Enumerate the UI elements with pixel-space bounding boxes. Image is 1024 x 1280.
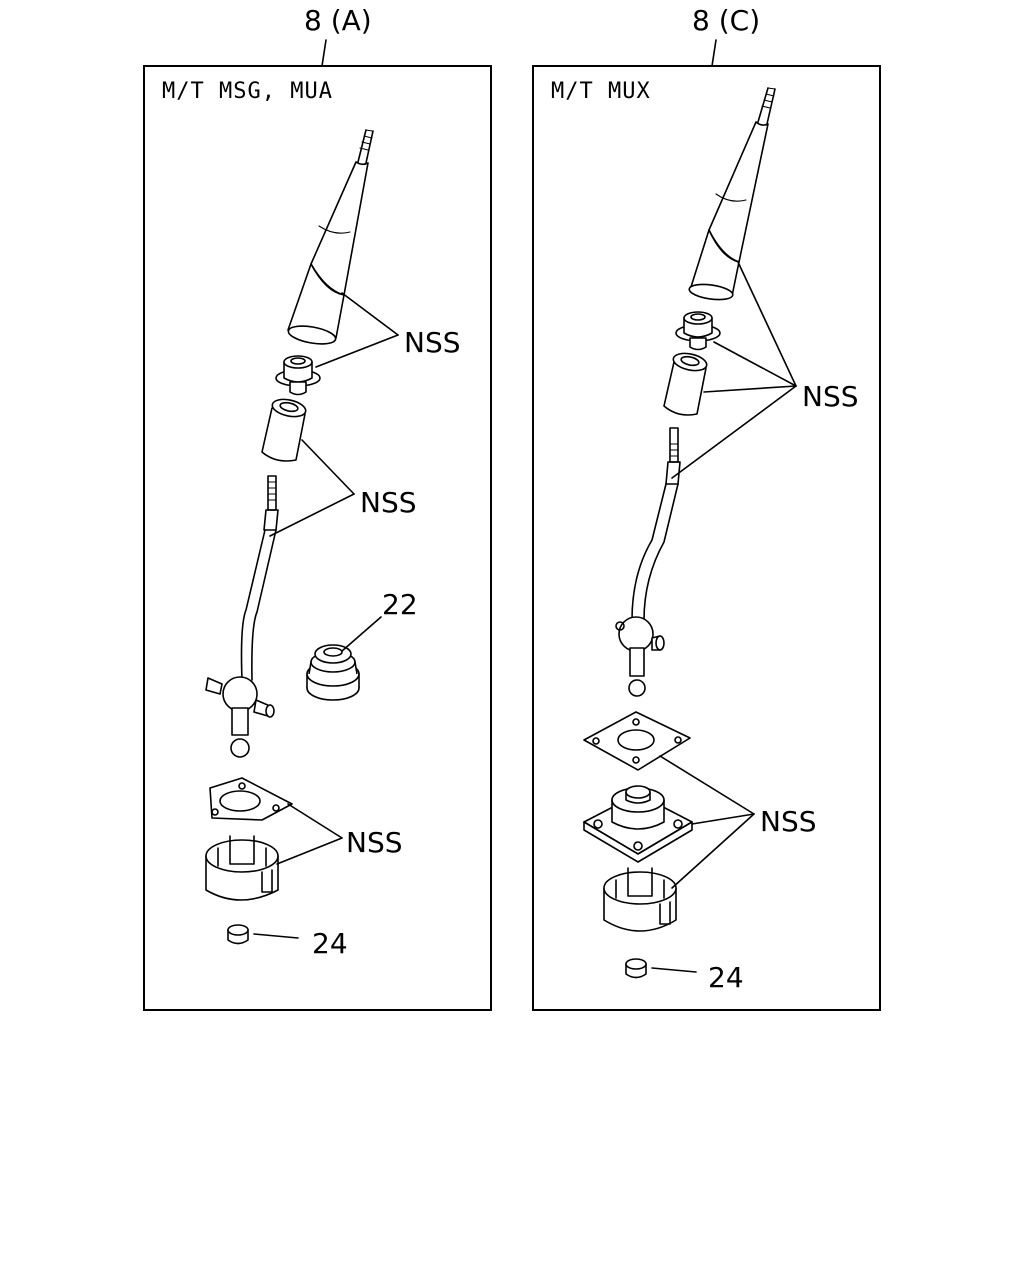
right-shift-knob bbox=[688, 87, 776, 301]
left-leaders bbox=[253, 292, 399, 939]
left-housing bbox=[205, 835, 279, 901]
right-seat-plate bbox=[583, 785, 693, 863]
left-ref-leader bbox=[321, 39, 327, 67]
right-shift-lever bbox=[615, 427, 681, 697]
left-part-24-nut bbox=[227, 924, 249, 945]
left-shift-lever bbox=[205, 475, 279, 758]
right-bushing bbox=[675, 311, 721, 351]
right-nss-callout-2: NSS bbox=[760, 805, 817, 838]
right-housing bbox=[603, 867, 677, 932]
left-panel-ref: 8 (A) bbox=[304, 4, 372, 37]
left-cylinder bbox=[261, 398, 307, 462]
left-part-22-boot bbox=[306, 644, 360, 701]
right-part-24-nut bbox=[625, 958, 647, 979]
right-part-24-callout: 24 bbox=[708, 961, 744, 994]
right-panel-title: M/T MUX bbox=[551, 79, 651, 104]
left-bushing bbox=[275, 355, 321, 396]
right-panel-frame bbox=[532, 65, 881, 1011]
left-shift-knob bbox=[287, 129, 374, 345]
right-ref-leader bbox=[711, 39, 717, 67]
right-nss-callout-1: NSS bbox=[802, 380, 859, 413]
left-panel-title: M/T MSG, MUA bbox=[162, 79, 333, 104]
left-gasket bbox=[209, 777, 293, 821]
left-part-24-callout: 24 bbox=[312, 927, 348, 960]
right-panel: 8 (C) M/T MUX bbox=[532, 4, 881, 1011]
left-part-22-callout: 22 bbox=[382, 588, 418, 621]
right-cylinder bbox=[663, 352, 708, 416]
left-panel: 8 (A) M/T MSG, MUA bbox=[143, 4, 492, 1011]
left-panel-frame bbox=[143, 65, 492, 1011]
left-nss-callout-2: NSS bbox=[360, 486, 417, 519]
right-panel-ref: 8 (C) bbox=[692, 4, 760, 37]
left-nss-callout-3: NSS bbox=[346, 826, 403, 859]
left-nss-callout-1: NSS bbox=[404, 326, 461, 359]
right-gasket bbox=[583, 711, 691, 771]
right-leaders bbox=[651, 261, 797, 973]
